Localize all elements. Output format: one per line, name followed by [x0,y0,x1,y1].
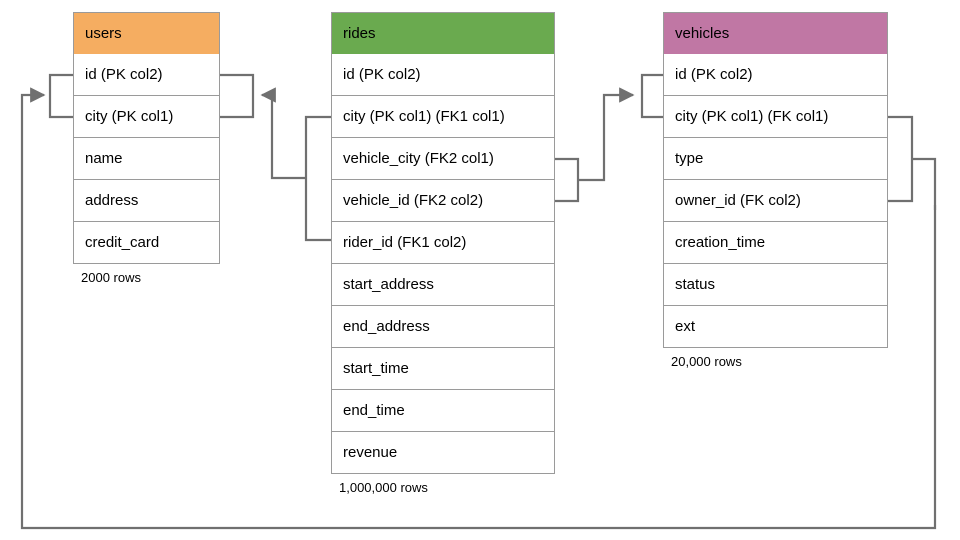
vehicles-left-bracket [640,73,663,119]
field-users-city: city (PK col1) [73,96,220,138]
field-vehicles-owner-id: owner_id (FK col2) [663,180,888,222]
users-left-bracket [48,73,73,119]
field-rides-vehicle-city: vehicle_city (FK2 col1) [331,138,555,180]
field-rides-end-address: end_address [331,306,555,348]
entity-table-rides[interactable]: rides id (PK col2) city (PK col1) (FK1 c… [331,12,555,474]
entity-table-vehicles[interactable]: vehicles id (PK col2) city (PK col1) (FK… [663,12,888,348]
vehicles-right-bracket [888,115,914,203]
field-rides-revenue: revenue [331,432,555,474]
entity-header-vehicles: vehicles [663,12,888,54]
rides-fk1-left-bracket [304,115,331,242]
field-users-credit-card: credit_card [73,222,220,264]
field-rides-city: city (PK col1) (FK1 col1) [331,96,555,138]
entity-table-users[interactable]: users id (PK col2) city (PK col1) name a… [73,12,220,264]
field-users-name: name [73,138,220,180]
rides-fk2-to-vehicles-connector [578,87,635,182]
field-rides-vehicle-id: vehicle_id (FK2 col2) [331,180,555,222]
entity-header-users: users [73,12,220,54]
field-vehicles-id: id (PK col2) [663,54,888,96]
rides-fk2-right-bracket [555,157,580,203]
row-count-vehicles: 20,000 rows [671,354,742,369]
field-vehicles-creation-time: creation_time [663,222,888,264]
entity-header-rides: rides [331,12,555,54]
field-users-address: address [73,180,220,222]
vehicles-right-stem [912,157,937,210]
row-count-rides: 1,000,000 rows [339,480,428,495]
field-vehicles-status: status [663,264,888,306]
row-count-users: 2000 rows [81,270,141,285]
field-vehicles-city: city (PK col1) (FK col1) [663,96,888,138]
users-right-bracket [220,73,255,119]
field-vehicles-type: type [663,138,888,180]
rides-fk1-to-users-connector [260,87,306,180]
field-rides-id: id (PK col2) [331,54,555,96]
field-vehicles-ext: ext [663,306,888,348]
field-rides-end-time: end_time [331,390,555,432]
field-rides-rider-id: rider_id (FK1 col2) [331,222,555,264]
field-rides-start-time: start_time [331,348,555,390]
field-users-id: id (PK col2) [73,54,220,96]
field-rides-start-address: start_address [331,264,555,306]
